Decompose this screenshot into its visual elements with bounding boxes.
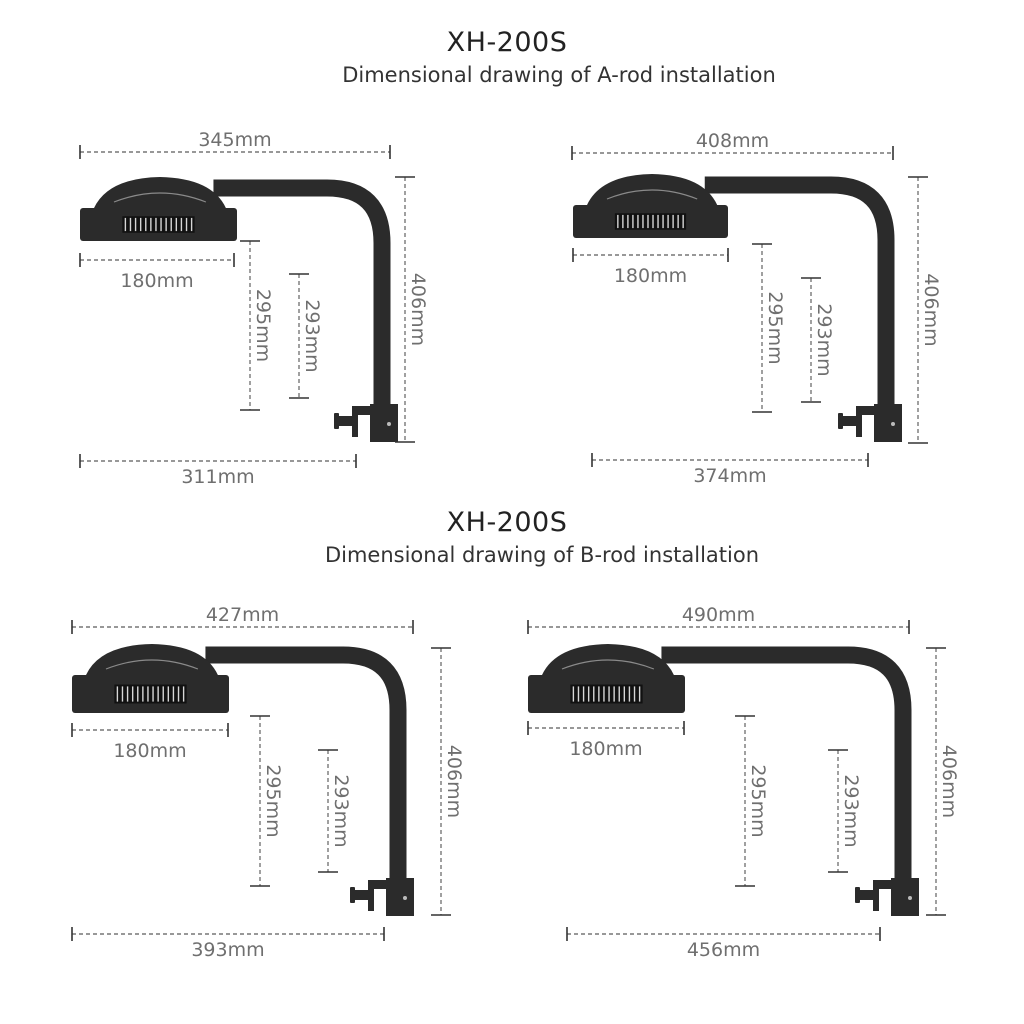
reach-dimension-label: 393mm [191, 939, 264, 961]
height-293-dimension-label: 293mm [813, 303, 835, 376]
lamp-width-dimension-label: 180mm [113, 740, 186, 762]
lamp-handle-highlight [113, 192, 207, 203]
width-dimension-label: 427mm [206, 604, 279, 626]
section-b-title: XH-200S [446, 507, 568, 538]
lamp-handle-highlight [606, 189, 698, 200]
clamp-screw-hole [908, 896, 912, 900]
panel-a-long: 408mm 374mm 180mm 295mm 293mm 406mm [571, 130, 942, 487]
clamp-jaw [352, 406, 370, 415]
tank-clamp [370, 404, 398, 442]
lamp-handle-highlight [561, 659, 655, 670]
height-295-dimension-label: 295mm [747, 764, 769, 837]
clamp-lip [856, 415, 862, 437]
tank-clamp [386, 878, 414, 916]
clamp-knob [353, 890, 370, 900]
reach-dimension-label: 374mm [693, 465, 766, 487]
clamp-jaw [368, 880, 386, 889]
total-height-dimension-label: 406mm [407, 273, 429, 346]
total-height-dimension-label: 406mm [938, 745, 960, 818]
clamp-screw-hole [387, 422, 391, 426]
arm-rod [704, 176, 895, 404]
section-a-subtitle: Dimensional drawing of A-rod installatio… [342, 63, 776, 87]
section-a-title: XH-200S [446, 27, 568, 58]
width-dimension-label: 345mm [198, 129, 271, 151]
height-293-dimension-label: 293mm [330, 774, 352, 847]
arm-rod [213, 179, 391, 404]
clamp-lip [873, 889, 879, 911]
clamp-knob [841, 416, 858, 426]
panel-b-long: 490mm 456mm 180mm 295mm 293mm 406mm [527, 604, 960, 961]
clamp-screw-hole [891, 422, 895, 426]
lamp-vent [570, 684, 643, 704]
clamp-knob-cap [838, 413, 843, 429]
lamp-width-dimension-label: 180mm [569, 738, 642, 760]
total-height-dimension-label: 406mm [920, 273, 942, 346]
reach-dimension-label: 456mm [687, 939, 760, 961]
clamp-knob [858, 890, 875, 900]
height-293-dimension-label: 293mm [840, 774, 862, 847]
lamp-vent [114, 684, 187, 704]
arm-rod [205, 646, 407, 878]
clamp-knob-cap [855, 887, 860, 903]
height-295-dimension-label: 295mm [764, 291, 786, 364]
clamp-lip [352, 415, 358, 437]
clamp-knob [337, 416, 354, 426]
total-height-dimension-label: 406mm [443, 745, 465, 818]
lamp-width-dimension-label: 180mm [614, 265, 687, 287]
clamp-screw-hole [403, 896, 407, 900]
clamp-knob-cap [334, 413, 339, 429]
reach-dimension-label: 311mm [181, 466, 254, 488]
clamp-knob-cap [350, 887, 355, 903]
lamp-handle-highlight [105, 659, 199, 670]
height-295-dimension-label: 295mm [262, 764, 284, 837]
lamp-vent [614, 213, 687, 230]
clamp-jaw [873, 880, 891, 889]
width-dimension-label: 490mm [682, 604, 755, 626]
height-293-dimension-label: 293mm [301, 299, 323, 372]
tank-clamp [891, 878, 919, 916]
section-b-subtitle: Dimensional drawing of B-rod installatio… [324, 543, 760, 567]
width-dimension-label: 408mm [696, 130, 769, 152]
panel-a-short: 345mm 311mm 180mm 295mm 293mm 406mm [79, 129, 429, 488]
panel-b-short: 427mm 393mm 180mm 295mm 293mm 406mm [71, 604, 465, 961]
lamp-width-dimension-label: 180mm [120, 270, 193, 292]
clamp-jaw [856, 406, 874, 415]
tank-clamp [874, 404, 902, 442]
height-295-dimension-label: 295mm [252, 289, 274, 362]
clamp-lip [368, 889, 374, 911]
lamp-vent [122, 216, 195, 233]
arm-rod [661, 646, 912, 878]
